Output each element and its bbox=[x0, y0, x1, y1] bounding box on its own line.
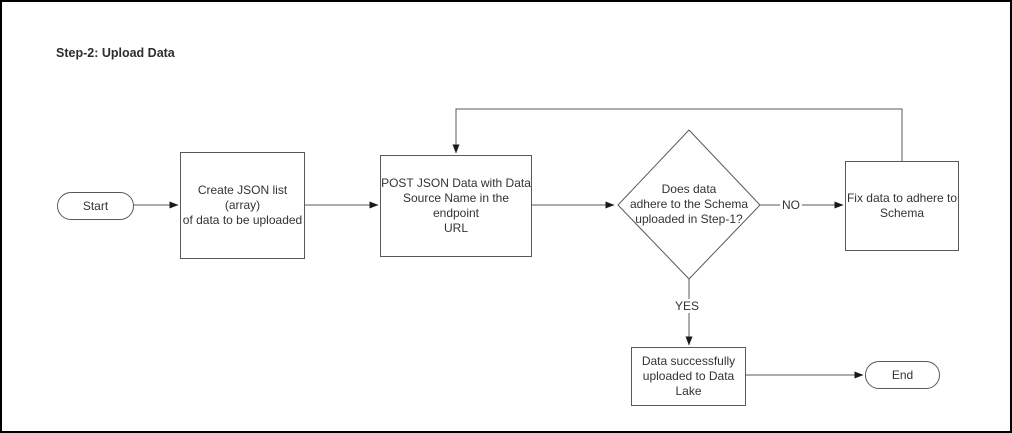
node-start: Start bbox=[57, 192, 134, 220]
node-end: End bbox=[865, 361, 940, 389]
edge-label-yes: YES bbox=[672, 299, 702, 313]
node-create-json-list-label: Create JSON list (array) of data to be u… bbox=[182, 183, 303, 227]
node-schema-decision: Does data adhere to the Schema uploaded … bbox=[614, 130, 764, 279]
diagram-title: Step-2: Upload Data bbox=[56, 46, 175, 60]
node-end-label: End bbox=[891, 367, 914, 382]
node-schema-decision-label: Does data adhere to the Schema uploaded … bbox=[629, 182, 749, 226]
node-start-label: Start bbox=[82, 198, 109, 213]
node-fix-data-label: Fix data to adhere to Schema bbox=[846, 191, 958, 220]
node-create-json-list: Create JSON list (array) of data to be u… bbox=[180, 152, 305, 259]
edge-label-no: NO bbox=[780, 198, 802, 212]
node-post-json-data: POST JSON Data with Data Source Name in … bbox=[380, 155, 532, 257]
node-upload-success-label: Data successfully uploaded to Data Lake bbox=[641, 354, 736, 398]
node-upload-success: Data successfully uploaded to Data Lake bbox=[631, 347, 746, 406]
node-post-json-data-label: POST JSON Data with Data Source Name in … bbox=[381, 176, 531, 235]
edge-fix-feedback-to-post bbox=[452, 108, 903, 161]
node-fix-data: Fix data to adhere to Schema bbox=[845, 161, 959, 251]
decision-diamond-shape bbox=[617, 129, 761, 280]
